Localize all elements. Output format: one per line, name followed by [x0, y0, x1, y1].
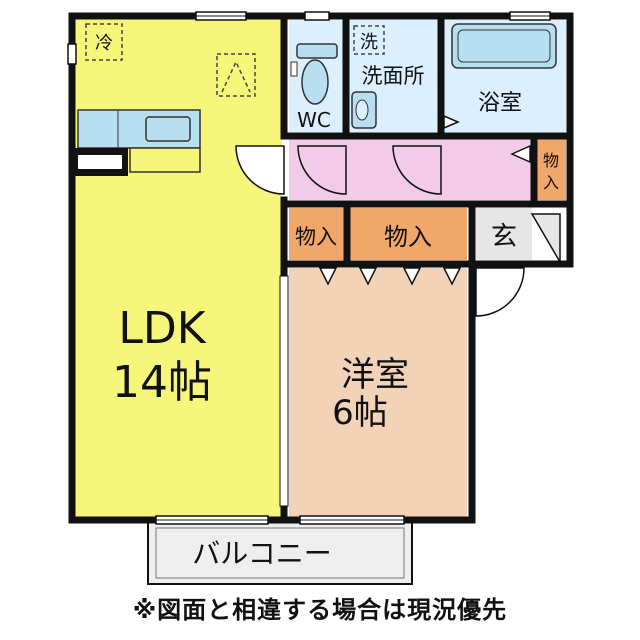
balcony-inner-edge [155, 527, 405, 579]
bathtub-inner [457, 29, 551, 63]
fridge-space [85, 23, 123, 61]
toilet-bowl-icon [301, 59, 329, 105]
washer-icon: 洗 [360, 32, 378, 53]
wash-basin-bowl [355, 99, 369, 121]
ldk-size: 14帖 [112, 357, 212, 408]
hall-closet-label-top: 物 [543, 151, 559, 170]
wall-stub-inner [78, 155, 122, 169]
fridge-icon: 冷 [95, 33, 113, 54]
western-room-size: 6帖 [332, 393, 388, 433]
hall-closet [536, 138, 566, 200]
toilet-tank [296, 43, 338, 59]
ldk-room [72, 16, 282, 517]
kitchen-cabinet [129, 147, 201, 173]
west-closet [289, 208, 344, 260]
doors [235, 114, 561, 317]
washer-space [353, 25, 385, 55]
kitchen-sink [145, 116, 191, 142]
ldk-label: LDK [118, 303, 206, 354]
western-room [289, 268, 467, 517]
windows [67, 11, 551, 525]
bathtub [451, 23, 557, 69]
range-hood-icon [216, 53, 256, 97]
toilet-paper-icon [290, 61, 298, 77]
bathroom-label: 浴室 [478, 91, 522, 116]
hall-closet-label-bottom: 入 [543, 173, 559, 192]
entrance [476, 208, 532, 260]
east-closet [350, 208, 467, 260]
entrance-label: 玄 [491, 222, 517, 252]
balcony [147, 521, 413, 585]
western-room-label: 洋室 [341, 355, 409, 395]
washroom-label: 洗面所 [362, 64, 425, 88]
east-closet-label: 物入 [384, 223, 432, 251]
toilet-label: WC [297, 108, 331, 132]
west-closet-label: 物入 [295, 225, 337, 249]
disclaimer-note: ※図面と相違する場合は現況優先 [132, 596, 508, 624]
balcony-label: バルコニー [192, 537, 331, 570]
